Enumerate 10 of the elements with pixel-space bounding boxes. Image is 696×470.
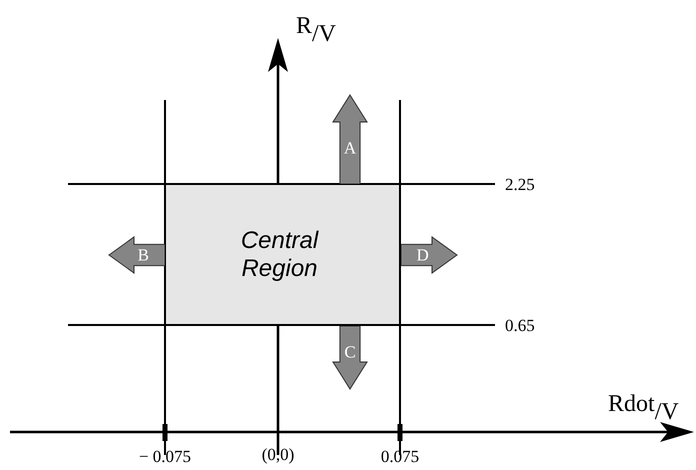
arrow-letter: D — [416, 246, 429, 264]
arrow-letter: A — [344, 140, 356, 156]
tick-label: 0.65 — [505, 317, 535, 334]
tick-label: (0,0) — [262, 446, 294, 463]
arrow-letter: B — [138, 246, 149, 264]
tick-label: − 0.075 — [138, 448, 192, 465]
tick-label: 2.25 — [505, 176, 535, 193]
arrow-letter: C — [344, 343, 356, 360]
tick-label: 0.075 — [380, 448, 420, 465]
central-region — [166, 185, 399, 324]
